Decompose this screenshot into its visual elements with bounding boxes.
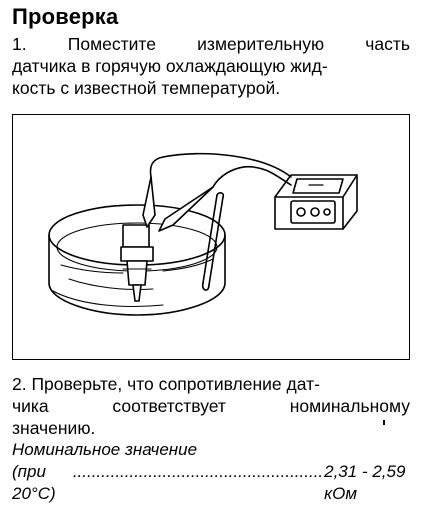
spec-condition: (при 20°С) xyxy=(12,462,56,503)
step-1-word: Поместите xyxy=(67,34,156,54)
spec-row: (при 20°С) 2,31 - 2,59 кОм xyxy=(12,461,412,505)
step-2-word: соответствует xyxy=(112,396,226,416)
step-1-text: 1. Поместите измерительную часть датчика… xyxy=(12,33,410,99)
step-2-line-1: 2. Проверьте, что сопротивление дат- xyxy=(12,374,320,394)
step-2-word: чика xyxy=(12,396,49,416)
test-setup-illustration xyxy=(12,114,410,360)
step-1-word: измерительную xyxy=(197,34,325,54)
step-1-line-1: 1. Поместите измерительную часть xyxy=(12,33,410,55)
ohmmeter-icon xyxy=(274,174,358,230)
step-1-word: 1. xyxy=(12,34,27,54)
step-1-word: часть xyxy=(365,34,410,54)
stray-mark xyxy=(383,420,385,425)
thermometer-icon xyxy=(201,192,225,291)
step-2-line-3: значению. xyxy=(12,418,96,438)
section-title: Проверка xyxy=(12,4,119,29)
test-setup-drawing xyxy=(48,152,358,316)
step-2-line-2: чика соответствует номинальному xyxy=(12,395,410,417)
step-1-line-3: кость с известной температурой. xyxy=(12,78,281,98)
temperature-sensor-icon xyxy=(120,224,154,302)
test-lead-icon xyxy=(149,152,292,188)
spec-value: 2,31 - 2,59 кОм xyxy=(324,462,406,503)
step-1-line-2: датчика в горячую охлаждающую жид- xyxy=(12,56,328,76)
spec-label: Номинальное значение xyxy=(12,440,198,459)
step-2-text: 2. Проверьте, что сопротивление дат- чик… xyxy=(12,373,410,439)
step-2-word: номинальному xyxy=(289,396,410,416)
spec-leader-dots xyxy=(73,461,324,505)
